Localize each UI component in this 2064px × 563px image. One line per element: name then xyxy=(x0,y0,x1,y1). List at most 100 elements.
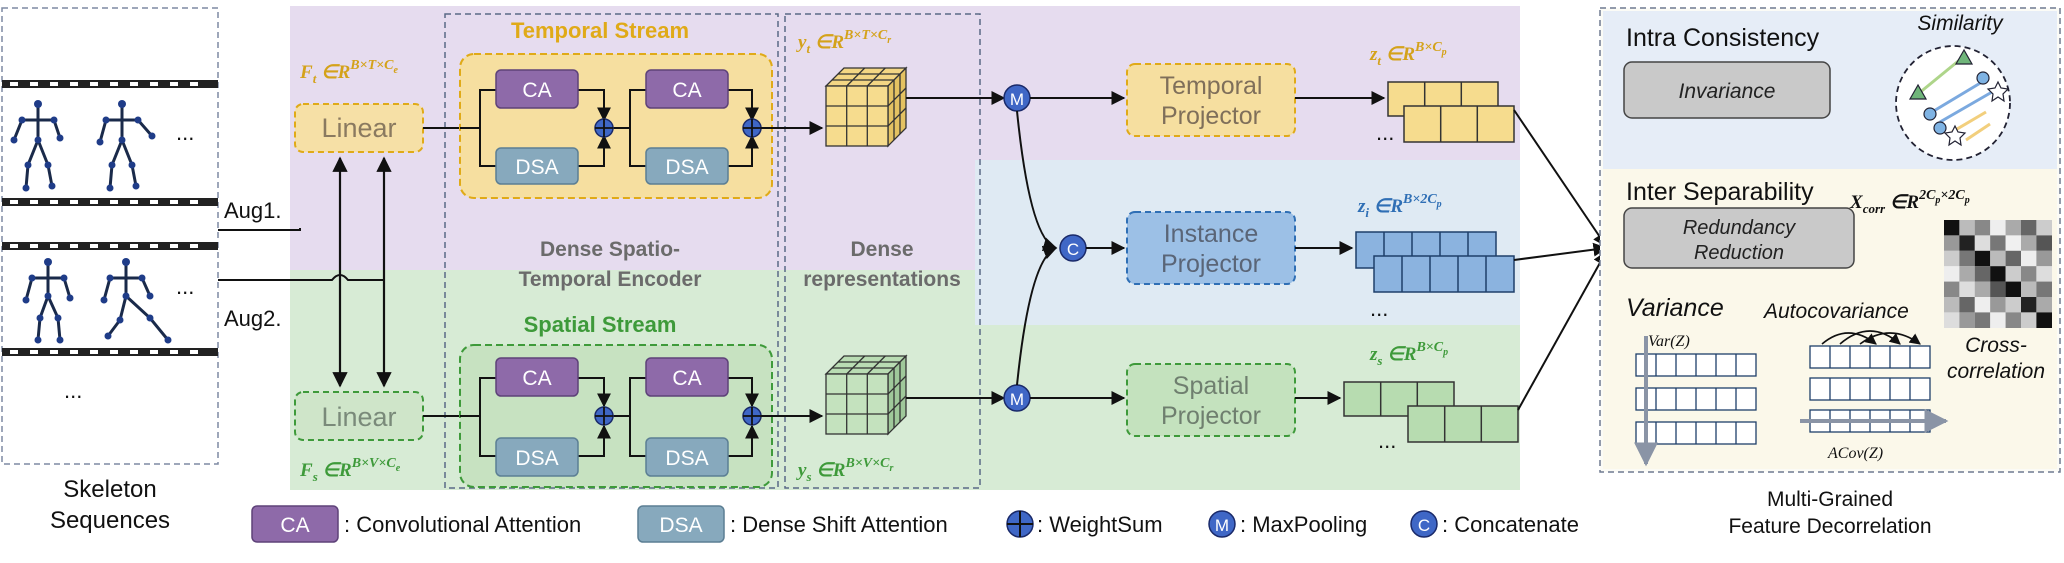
instance-embedding-ellipsis: ... xyxy=(1370,296,1388,321)
svg-text:Spatial: Spatial xyxy=(1173,372,1249,400)
svg-text:C: C xyxy=(1067,240,1079,259)
decorrelation-caption-line2: Feature Decorrelation xyxy=(1728,515,1931,538)
invariance-label: Invariance xyxy=(1679,80,1776,103)
temporal-embedding xyxy=(1387,81,1515,143)
temporal-representation-cube xyxy=(824,66,908,148)
spatial-projector: Spatial Projector xyxy=(1126,363,1296,437)
xcorr-label: Xcorr ∈R2Cp×2Cp xyxy=(1849,188,1970,216)
similarity-diagram xyxy=(1895,45,2011,161)
weightsum-icon xyxy=(594,406,614,426)
redundancy-reduction-box xyxy=(1623,207,1855,269)
spatial-linear: Linear xyxy=(294,391,424,441)
dense-label-line1: Dense xyxy=(850,238,913,261)
temporal-ca-1 xyxy=(495,69,579,109)
spatial-embedding xyxy=(1343,381,1519,443)
redundancy-line1: Redundancy xyxy=(1683,217,1796,239)
weightsum-icon xyxy=(742,406,762,426)
svg-text:: Dense Shift Attention: : Dense Shift Attention xyxy=(730,512,948,537)
spatial-dsa-1 xyxy=(495,437,579,477)
svg-text:DSA: DSA xyxy=(659,514,702,537)
legend-ca: CA : Convolutional Attention xyxy=(251,505,581,543)
spatial-z-label: zs ∈RB×Cp xyxy=(1369,340,1448,368)
cross-correlation-line2: correlation xyxy=(1947,360,2045,383)
legend-concat: C : Concatenate xyxy=(1410,510,1579,538)
instance-projector: Instance Projector xyxy=(1126,211,1296,285)
spatial-embedding-ellipsis: ... xyxy=(1378,428,1396,453)
spatial-ca-2 xyxy=(645,357,729,397)
variance-label: Variance xyxy=(1626,294,1724,322)
skeleton-label-line2: Sequences xyxy=(50,507,170,534)
legend-dsa: DSA : Dense Shift Attention xyxy=(637,505,948,543)
temporal-ca-2 xyxy=(645,69,729,109)
invariance-box xyxy=(1623,61,1831,119)
dense-label-line2: representations xyxy=(803,268,961,291)
svg-text:Linear: Linear xyxy=(321,402,396,432)
spatial-representation-cube xyxy=(824,354,908,436)
skeleton-figure xyxy=(24,262,72,341)
inter-separability-title: Inter Separability xyxy=(1626,178,1814,206)
svg-text:Temporal: Temporal xyxy=(1160,72,1263,100)
legend-weightsum: : WeightSum xyxy=(1006,510,1163,538)
legend-maxpool: M : MaxPooling xyxy=(1208,510,1367,538)
temporal-embedding-ellipsis: ... xyxy=(1376,120,1394,145)
temporal-projector: Temporal Projector xyxy=(1126,63,1296,137)
temporal-dsa-1 xyxy=(495,147,579,185)
svg-text:DSA: DSA xyxy=(665,156,708,179)
temporal-dsa-2 xyxy=(645,147,729,185)
cross-correlation-matrix xyxy=(1944,220,2052,328)
redundancy-line2: Reduction xyxy=(1694,242,1784,264)
temporal-maxpool-node: M xyxy=(1003,84,1031,112)
weightsum-icon xyxy=(1006,510,1034,538)
svg-text:: Convolutional Attention: : Convolutional Attention xyxy=(344,512,581,537)
instance-embedding xyxy=(1355,231,1515,293)
temporal-stream-title: Temporal Stream xyxy=(511,18,689,43)
weightsum-icon xyxy=(742,118,762,138)
svg-text:Linear: Linear xyxy=(321,113,396,143)
variance-stack xyxy=(1635,353,1757,445)
concat-node: C xyxy=(1059,234,1087,262)
var-formula: Var(Z) xyxy=(1648,333,1690,350)
temporal-output-label: yt ∈RB×T×Cr xyxy=(796,28,891,56)
temporal-to-concat-curve xyxy=(1016,110,1058,251)
temporal-z-label: zt ∈RB×Cp xyxy=(1369,40,1447,68)
svg-text:: WeightSum: : WeightSum xyxy=(1037,512,1163,537)
autocovariance-stack xyxy=(1809,345,1931,433)
svg-text:Projector: Projector xyxy=(1161,102,1261,130)
temporal-stream: Temporal Stream CA DSA CA DSA xyxy=(459,18,773,199)
spatial-stream: Spatial Stream CA DSA CA DSA xyxy=(459,312,773,488)
svg-text:M: M xyxy=(1010,90,1024,109)
svg-text:DSA: DSA xyxy=(515,447,558,470)
film-strip-1: ... xyxy=(2,80,218,206)
svg-text:: MaxPooling: : MaxPooling xyxy=(1240,512,1367,537)
cross-correlation-line1: Cross- xyxy=(1965,334,2027,357)
spatial-maxpool-node: M xyxy=(1003,384,1031,412)
skeleton-figure xyxy=(12,105,62,189)
acov-formula: ACov(Z) xyxy=(1827,445,1883,462)
spatial-stream-title: Spatial Stream xyxy=(524,312,677,337)
svg-text:C: C xyxy=(1418,516,1430,535)
sequence-ellipsis: ... xyxy=(176,120,194,145)
skeleton-figure xyxy=(102,262,170,341)
svg-text:Projector: Projector xyxy=(1161,250,1261,278)
legend: CA : Convolutional Attention DSA : Dense… xyxy=(251,505,1579,543)
weightsum-icon xyxy=(594,118,614,138)
svg-text:M: M xyxy=(1215,516,1229,535)
encoder-label-line1: Dense Spatio- xyxy=(540,238,680,261)
svg-text:M: M xyxy=(1010,390,1024,409)
temporal-feature-label: Ft ∈RB×T×Ce xyxy=(299,58,398,86)
svg-text:: Concatenate: : Concatenate xyxy=(1442,512,1579,537)
autocovariance-label: Autocovariance xyxy=(1762,300,1909,323)
spatial-to-concat-curve xyxy=(1016,246,1058,386)
film-strip-2: ... xyxy=(2,242,218,356)
svg-text:DSA: DSA xyxy=(515,156,558,179)
svg-text:CA: CA xyxy=(522,79,551,102)
decorrelation-panel: Intra Consistency Invariance Similarity … xyxy=(1599,7,2061,473)
spatial-ca-1 xyxy=(495,357,579,397)
similarity-label: Similarity xyxy=(1917,12,2004,35)
dense-representations-box xyxy=(784,13,981,489)
autocovariance-arcs xyxy=(1821,330,1921,345)
aug1-label: Aug1. xyxy=(224,198,282,223)
svg-text:CA: CA xyxy=(522,367,551,390)
svg-text:CA: CA xyxy=(672,367,701,390)
